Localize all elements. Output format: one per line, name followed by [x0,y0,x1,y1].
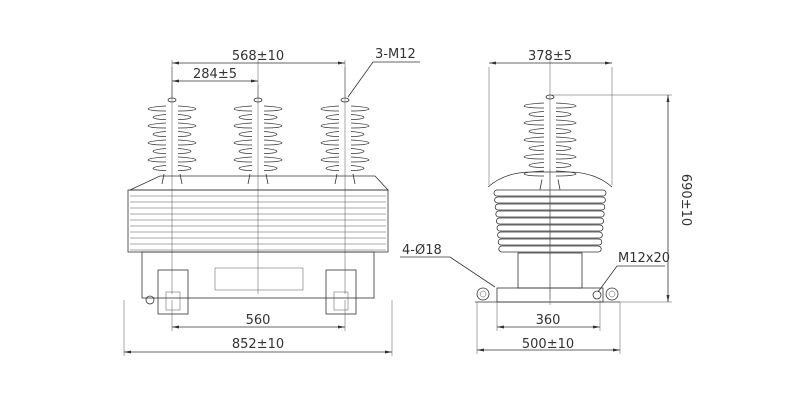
insulator-shed [528,128,572,134]
insulator-shed [147,122,197,129]
mounting-hole [605,287,619,301]
insulator-shed [523,102,577,109]
insulator-shed [325,148,365,154]
mounting-hole-inner [479,290,487,298]
insulator-shed [152,148,192,154]
terminal-leader [347,61,420,98]
insulator-shed [528,111,572,117]
insulator-shed [523,136,577,143]
insulator-shed [238,114,278,120]
ground-bolt-leader [597,265,665,293]
insulator-shed [320,156,370,163]
insulator-shed [325,131,365,137]
insulator-shed [523,153,577,160]
mounting-hole [476,287,490,301]
hole-leader [400,256,496,288]
dim-hole-spacing: 360 [536,313,561,328]
hole-label: 4-Ø18 [402,243,442,258]
insulator-shed [238,131,278,137]
insulator-shed [528,145,572,151]
front-view [127,60,389,315]
insulator-shed [523,119,577,126]
tank-top-cover [129,175,389,191]
ground-bolt [145,295,155,305]
ground-bolt [592,290,602,300]
mounting-hole-inner [608,290,616,298]
dim-height: 690±10 [678,174,693,226]
dim-base-width: 500±10 [522,337,574,352]
insulator-shed [528,162,572,168]
insulator-shed [147,156,197,163]
mounting-foot [157,269,189,315]
foot-slot [333,291,349,311]
insulator-shed [325,114,365,120]
insulator-shed [147,139,197,146]
insulator-neck [539,179,561,190]
insulator-shed [152,131,192,137]
insulator-shed [238,148,278,154]
terminal-label: 3-M12 [375,47,416,62]
mounting-foot [325,269,357,315]
insulator-shed [152,114,192,120]
insulator-shed [320,105,370,112]
ground-bolt-label: M12x20 [618,251,670,266]
insulator-shed [147,105,197,112]
insulator-shed [152,165,192,171]
dim-top-width: 378±5 [528,49,572,64]
insulator-shed [238,165,278,171]
dim-overall-length: 852±10 [232,337,284,352]
base-frame [141,251,375,299]
side-view [475,57,620,305]
insulator-shed [320,122,370,129]
insulator-shed [325,165,365,171]
insulator-shed [233,156,283,163]
insulator-shed [320,139,370,146]
dimension-lines [123,61,672,356]
dim-overall-pitch: 568±10 [232,49,284,64]
dim-half-pitch: 284±5 [193,67,237,82]
insulator-shed [233,122,283,129]
insulator-shed [233,139,283,146]
insulator-shed [233,105,283,112]
foot-slot [165,291,181,311]
nameplate [214,267,304,291]
dim-foot-spacing: 560 [246,313,271,328]
